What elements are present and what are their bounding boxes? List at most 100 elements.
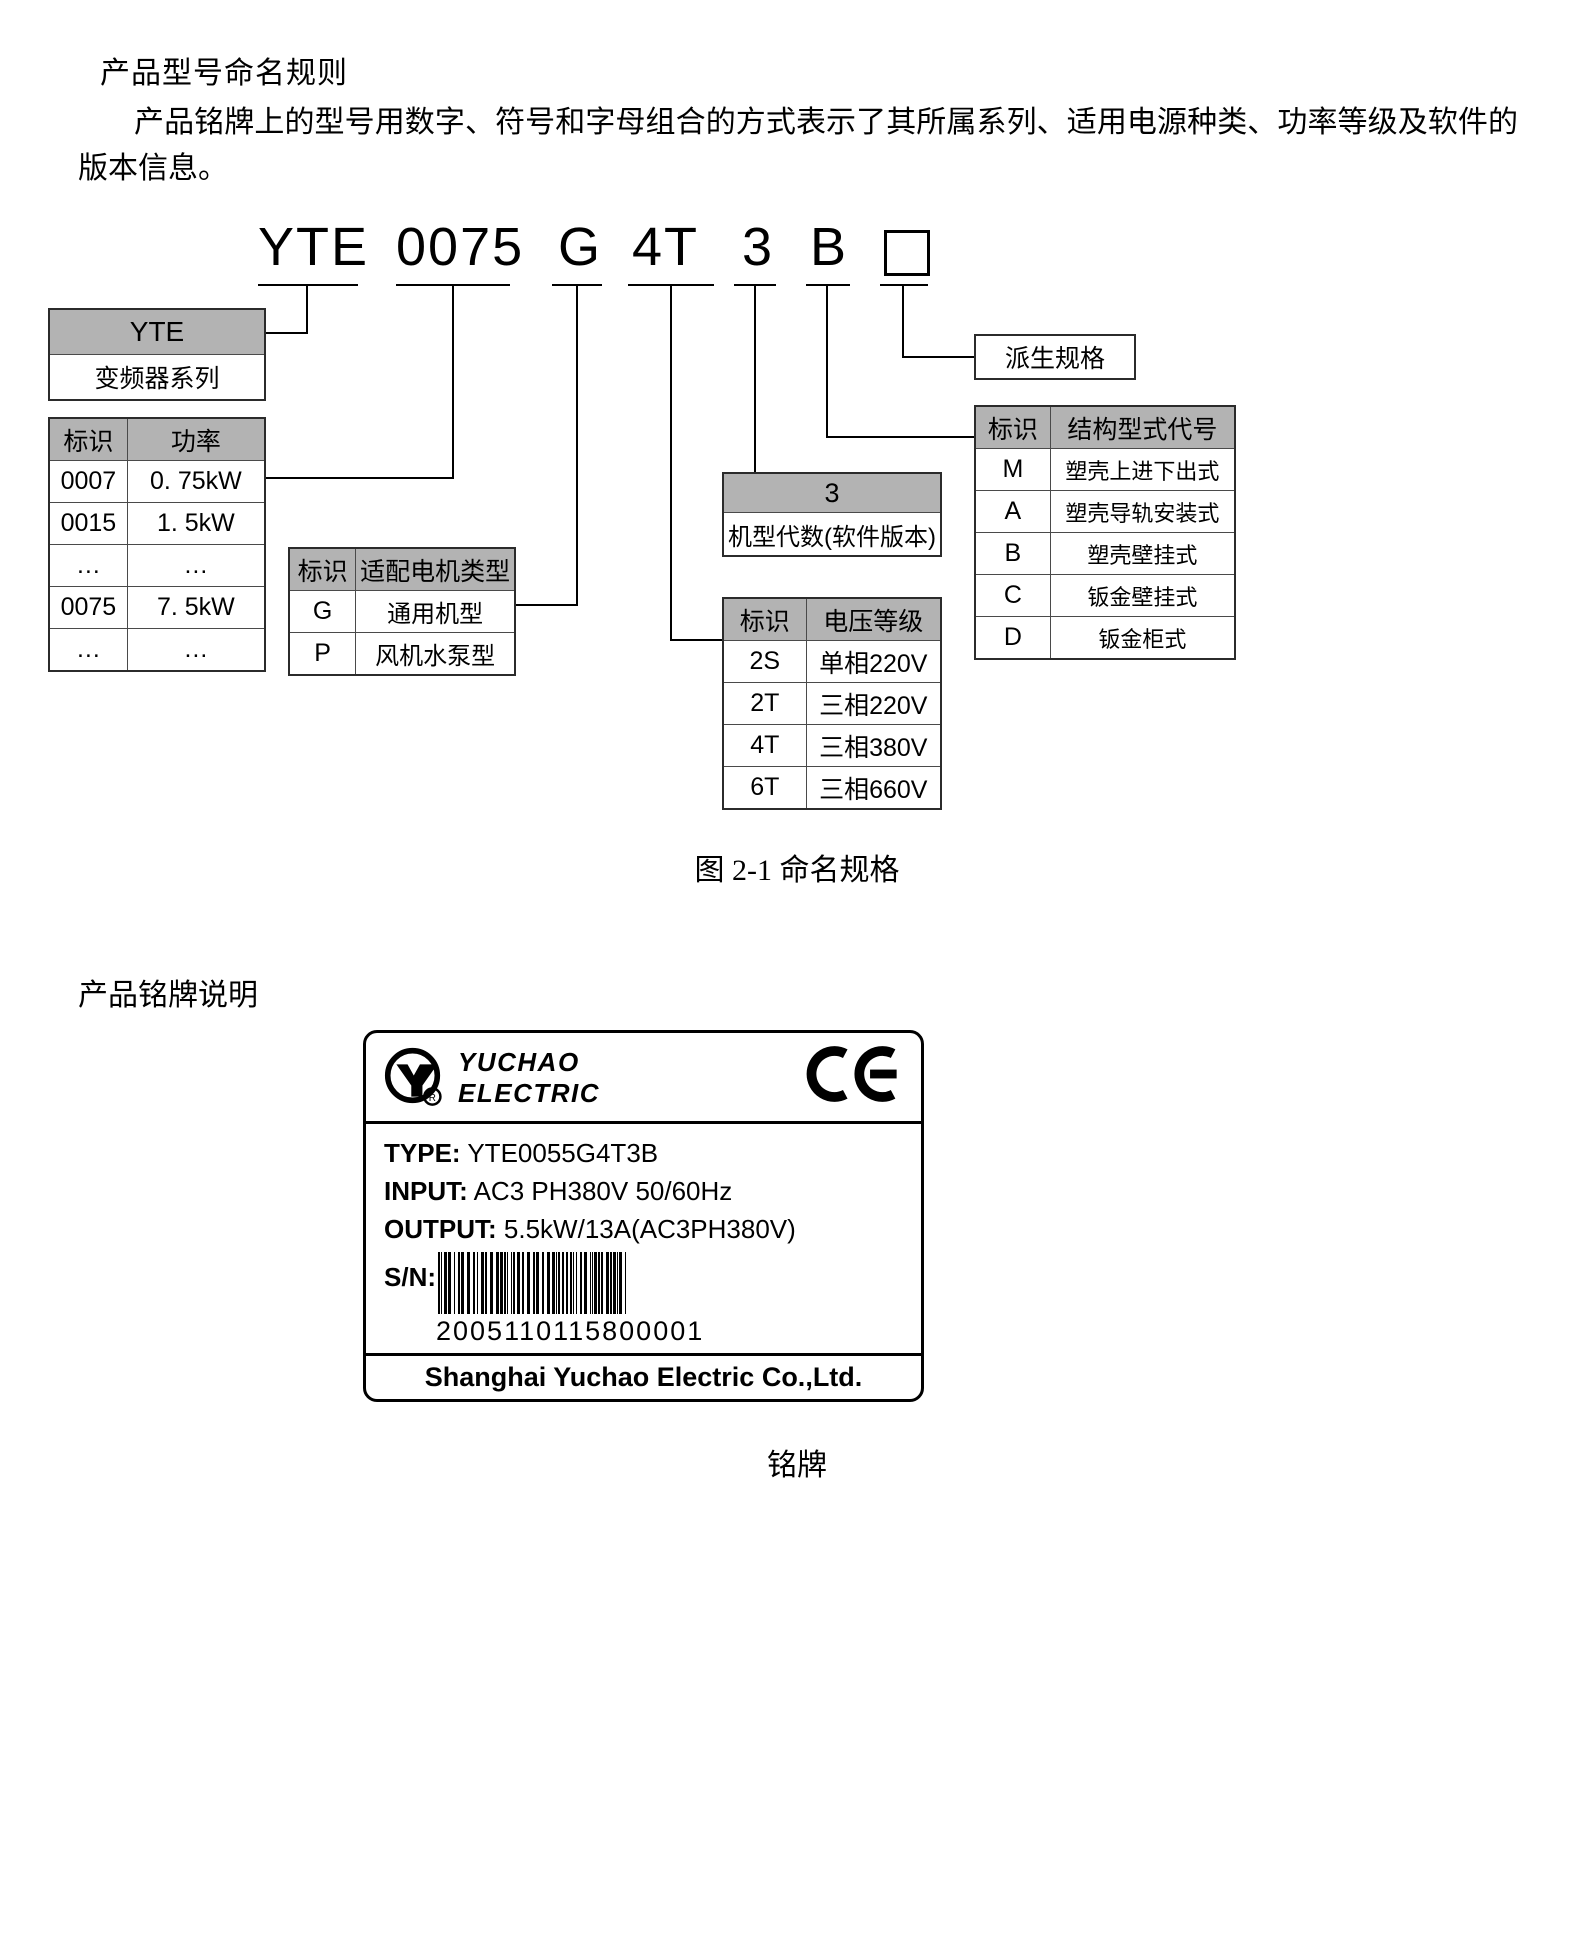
output-label: OUTPUT: bbox=[384, 1214, 497, 1244]
structure-type-cell: 钣金壁挂式 bbox=[1049, 574, 1236, 617]
power-code-cell: … bbox=[48, 544, 128, 587]
leader-elbow-derived bbox=[902, 356, 976, 358]
nameplate-row-type: TYPE: YTE0055G4T3B bbox=[384, 1134, 921, 1172]
nameplate-header: R YUCHAO ELECTRIC bbox=[366, 1033, 921, 1124]
table-row: … … bbox=[48, 628, 266, 672]
power-table-header-code: 标识 bbox=[48, 417, 128, 461]
leader-elbow-voltage bbox=[670, 639, 724, 641]
structure-type-table: 标识 结构型式代号 M 塑壳上进下出式 A 塑壳导轨安装式 B 塑壳壁挂式 C … bbox=[974, 405, 1236, 660]
table-row: … … bbox=[48, 544, 266, 587]
table-row: 4T 三相380V bbox=[722, 724, 942, 767]
type-label: TYPE: bbox=[384, 1138, 461, 1168]
intro-paragraph: 产品铭牌上的型号用数字、符号和字母组合的方式表示了其所属系列、适用电源种类、功率… bbox=[78, 106, 1518, 185]
leader-drop-motor bbox=[576, 284, 578, 604]
input-value: AC3 PH380V 50/60Hz bbox=[473, 1176, 733, 1206]
model-token-motor-type: G bbox=[558, 217, 603, 277]
series-table: YTE 变频器系列 bbox=[48, 308, 266, 401]
voltage-code-cell: 4T bbox=[722, 724, 807, 767]
power-table-header-power: 功率 bbox=[126, 417, 266, 461]
nameplate-serial-row: S/N: 2005110115800001 bbox=[384, 1252, 921, 1347]
leader-drop-voltage bbox=[670, 284, 672, 639]
structure-type-cell: 塑壳导轨安装式 bbox=[1049, 490, 1236, 533]
leader-drop-version bbox=[754, 284, 756, 472]
power-value-cell: 0. 75kW bbox=[126, 460, 266, 503]
motor-code-cell: G bbox=[288, 590, 357, 633]
motor-type-table: 标识 适配电机类型 G 通用机型 P 风机水泵型 bbox=[288, 547, 516, 676]
serial-label: S/N: bbox=[384, 1262, 436, 1292]
power-code-cell: … bbox=[48, 628, 128, 672]
series-table-header: YTE bbox=[48, 308, 266, 355]
table-row: 0015 1. 5kW bbox=[48, 502, 266, 545]
leader-underline-structure bbox=[806, 284, 850, 286]
series-table-value: 变频器系列 bbox=[48, 354, 266, 401]
yuchao-logo-icon: R bbox=[384, 1047, 442, 1106]
serial-number: 2005110115800001 bbox=[436, 1316, 705, 1346]
nameplate-row-input: INPUT: AC3 PH380V 50/60Hz bbox=[384, 1172, 921, 1210]
brand-line-2: ELECTRIC bbox=[458, 1078, 600, 1108]
structure-type-cell: 钣金柜式 bbox=[1049, 616, 1236, 660]
barcode-image bbox=[438, 1252, 714, 1314]
voltage-code-cell: 2S bbox=[722, 640, 807, 683]
leader-drop-structure bbox=[826, 284, 828, 436]
power-value-cell: 7. 5kW bbox=[126, 586, 266, 629]
structure-code-cell: D bbox=[974, 616, 1051, 660]
structure-code-cell: C bbox=[974, 574, 1051, 617]
power-code-cell: 0007 bbox=[48, 460, 128, 503]
motor-type-cell: 通用机型 bbox=[355, 590, 516, 633]
leader-elbow-motor bbox=[514, 604, 578, 606]
version-table: 3 机型代数(软件版本) bbox=[722, 472, 942, 557]
power-value-cell: … bbox=[126, 544, 266, 587]
voltage-level-cell: 三相380V bbox=[805, 724, 942, 767]
table-row: P 风机水泵型 bbox=[288, 632, 516, 676]
ce-mark-icon bbox=[806, 1046, 897, 1102]
leader-drop-series bbox=[306, 284, 308, 332]
motor-table-header-type: 适配电机类型 bbox=[355, 547, 516, 591]
leader-drop-power bbox=[452, 284, 454, 477]
derived-spec-label: 派生规格 bbox=[974, 334, 1136, 380]
structure-code-cell: M bbox=[974, 448, 1051, 491]
table-row: M 塑壳上进下出式 bbox=[974, 448, 1236, 491]
model-token-version: 3 bbox=[742, 217, 775, 277]
voltage-level-cell: 单相220V bbox=[805, 640, 942, 683]
nameplate-row-output: OUTPUT: 5.5kW/13A(AC3PH380V) bbox=[384, 1210, 921, 1248]
section-heading-naming-rules: 产品型号命名规则 bbox=[100, 57, 348, 90]
section-heading-nameplate: 产品铭牌说明 bbox=[78, 979, 258, 1012]
structure-table-header-type: 结构型式代号 bbox=[1049, 405, 1236, 449]
output-value: 5.5kW/13A(AC3PH380V) bbox=[503, 1214, 796, 1244]
model-token-series: YTE bbox=[258, 217, 370, 277]
structure-type-cell: 塑壳上进下出式 bbox=[1049, 448, 1236, 491]
voltage-table: 标识 电压等级 2S 单相220V 2T 三相220V 4T 三相380V 6T… bbox=[722, 597, 942, 810]
table-row: 2S 单相220V bbox=[722, 640, 942, 683]
power-code-cell: 0075 bbox=[48, 586, 128, 629]
version-table-header: 3 bbox=[722, 472, 942, 513]
power-table: 标识 功率 0007 0. 75kW 0015 1. 5kW … … 0075 … bbox=[48, 417, 266, 672]
motor-type-cell: 风机水泵型 bbox=[355, 632, 516, 676]
table-row: 2T 三相220V bbox=[722, 682, 942, 725]
structure-code-cell: A bbox=[974, 490, 1051, 533]
input-label: INPUT: bbox=[384, 1176, 468, 1206]
table-row: 6T 三相660V bbox=[722, 766, 942, 810]
table-row: 0007 0. 75kW bbox=[48, 460, 266, 503]
motor-table-header-code: 标识 bbox=[288, 547, 357, 591]
figure-caption: 图 2-1 命名规格 bbox=[694, 854, 900, 887]
model-token-voltage: 4T bbox=[632, 217, 700, 277]
table-row: D 钣金柜式 bbox=[974, 616, 1236, 660]
leader-underline-derived bbox=[880, 284, 928, 286]
voltage-level-cell: 三相660V bbox=[805, 766, 942, 810]
product-nameplate: R YUCHAO ELECTRIC TYPE: YTE0055G4T3B INP… bbox=[363, 1030, 924, 1402]
model-token-power: 0075 bbox=[396, 217, 525, 277]
power-value-cell: 1. 5kW bbox=[126, 502, 266, 545]
table-row: 0075 7. 5kW bbox=[48, 586, 266, 629]
voltage-table-header-code: 标识 bbox=[722, 597, 807, 641]
leader-elbow-power bbox=[264, 477, 454, 479]
table-row: A 塑壳导轨安装式 bbox=[974, 490, 1236, 533]
type-value: YTE0055G4T3B bbox=[467, 1138, 659, 1168]
leader-elbow-structure bbox=[826, 436, 976, 438]
model-code-row: YTE 0075 G 4T 3 B bbox=[0, 218, 1594, 284]
derived-spec-box: 派生规格 bbox=[974, 334, 1136, 380]
voltage-code-cell: 2T bbox=[722, 682, 807, 725]
nameplate-brand: YUCHAO ELECTRIC bbox=[458, 1047, 600, 1109]
svg-text:R: R bbox=[429, 1093, 436, 1104]
power-value-cell: … bbox=[126, 628, 266, 672]
brand-line-1: YUCHAO bbox=[458, 1047, 580, 1077]
